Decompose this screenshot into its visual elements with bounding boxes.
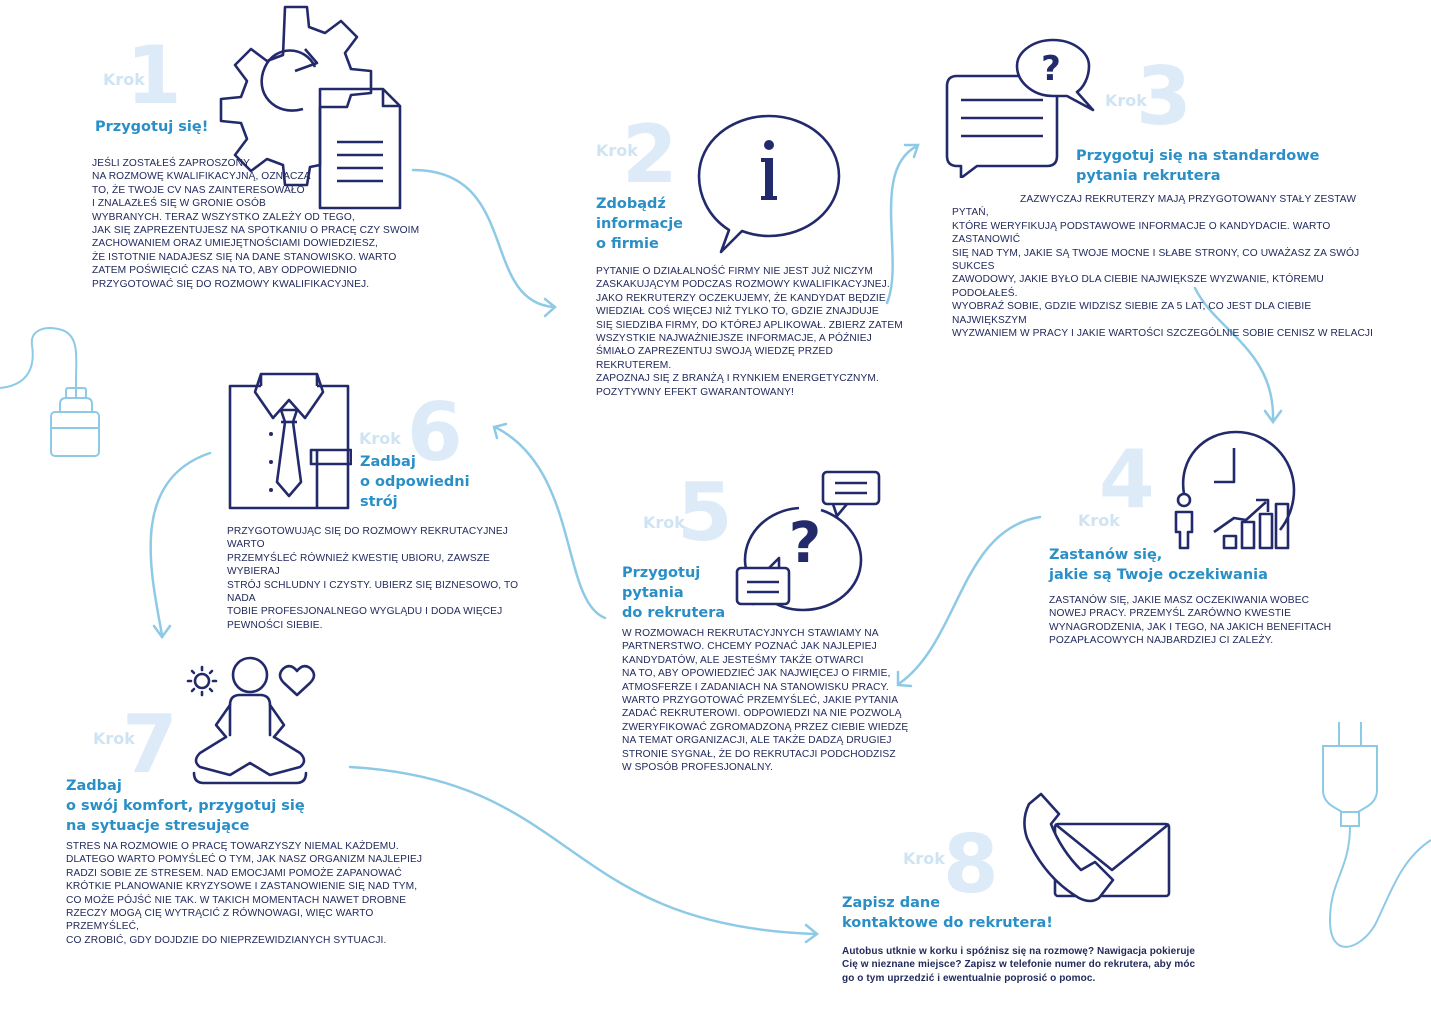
step-4-number: 4 <box>1099 433 1155 526</box>
step-4-title: Zastanów się, jakie są Twoje oczekiwania <box>1049 547 1268 583</box>
arrow-4-to-5 <box>898 515 1042 685</box>
step-1-number: 1 <box>126 29 182 122</box>
arrow-2-to-3 <box>885 144 919 305</box>
phone-envelope-icon <box>1023 792 1171 903</box>
step-1-body: JEŚLI ZOSTAŁEŚ ZAPROSZONY NA ROZMOWĘ KWA… <box>92 158 420 290</box>
question-mark-icon: ? <box>1041 49 1061 89</box>
arrow-3-to-4 <box>1193 286 1275 422</box>
step-8-title: Zapisz dane kontaktowe do rekrutera! <box>842 895 1053 931</box>
step-3-title: Przygotuj się na standardowe pytania rek… <box>1076 148 1320 184</box>
cable-plug-left-icon <box>0 327 100 457</box>
step-8-body: Autobus utknie w korku i spóźnisz się na… <box>842 946 1196 984</box>
step-7-number: 7 <box>122 698 178 791</box>
step-1-title: Przygotuj się! <box>95 119 209 135</box>
step-7-krok: Krok <box>93 729 135 748</box>
meditation-icon <box>186 656 316 785</box>
chat-question-icon: ? <box>945 38 1095 178</box>
step-2-body: PYTANIE O DZIAŁALNOŚĆ FIRMY NIE JEST JUŻ… <box>596 266 903 398</box>
arrowhead-3 <box>903 143 920 159</box>
step-5-number: 5 <box>677 466 733 559</box>
step-5-body: W ROZMOWACH REKRUTACYJNYCH STAWIAMY NA P… <box>622 628 909 774</box>
step-6-number: 6 <box>407 386 463 479</box>
step-6-body: PRZYGOTOWUJĄC SIĘ DO ROZMOWY REKRUTACYJN… <box>227 526 519 631</box>
step-1-krok: Krok <box>103 70 145 89</box>
step-6-krok: Krok <box>359 429 401 448</box>
step-3-number: 3 <box>1136 50 1192 143</box>
step-5-title: Przygotuj pytania do rekrutera <box>622 565 726 621</box>
arrowhead-7 <box>152 624 172 640</box>
step-8-number: 8 <box>943 818 999 911</box>
step-2-title: Zdobądź informacje o firmie <box>596 196 684 252</box>
arrowhead-5 <box>896 670 913 688</box>
gear-document-icon <box>219 5 402 210</box>
question-bubbles-icon: ? <box>735 470 881 612</box>
cable-plug-right-icon <box>1322 722 1431 948</box>
arrow-7-to-8 <box>348 765 817 936</box>
step-4-krok: Krok <box>1078 511 1120 530</box>
step-7-body: STRES NA ROZMOWIE O PRACĘ TOWARZYSZY NIE… <box>66 841 423 946</box>
arrowhead-6 <box>492 422 508 440</box>
step-6-title: Zadbaj o odpowiedni strój <box>360 454 470 510</box>
step-2-krok: Krok <box>596 141 638 160</box>
step-7-title: Zadbaj o swój komfort, przygotuj się na … <box>66 778 305 834</box>
step-3-body: ZAZWYCZAJ REKRUTERZY MAJĄ PRZYGOTOWANY S… <box>952 194 1374 340</box>
arrowhead-4 <box>1263 409 1283 425</box>
step-4-body: ZASTANÓW SIĘ, JAKIE MASZ OCZEKIWANIA WOB… <box>1049 595 1332 647</box>
step-2-number: 2 <box>622 108 678 201</box>
arrow-1-to-2 <box>411 168 555 309</box>
arrow-6-to-7 <box>149 451 212 637</box>
growth-clock-icon <box>1174 430 1296 550</box>
arrowhead-8 <box>804 923 820 944</box>
arrowhead-2 <box>543 297 557 318</box>
step-3-krok: Krok <box>1105 91 1147 110</box>
info-bubble-icon <box>697 114 841 254</box>
question-mark-icon: ? <box>789 511 821 576</box>
step-8-krok: Krok <box>903 849 945 868</box>
arrow-5-to-6 <box>493 425 607 620</box>
shirt-tie-icon <box>228 372 352 510</box>
step-5-krok: Krok <box>643 513 685 532</box>
